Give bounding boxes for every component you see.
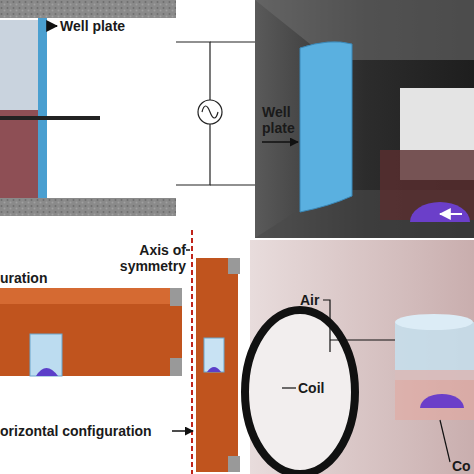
cell-cluster [420,394,464,408]
cell-cluster [410,202,470,222]
coil-section [0,288,182,376]
part-label: Coil [298,380,338,396]
part-label: Well plate [60,18,170,34]
part-label: Well plate [262,104,306,136]
coil-section [196,258,238,472]
electrode-surface [255,0,474,60]
coil-ring [245,310,355,474]
well [204,338,224,372]
leader-line [323,300,395,352]
well-medium [395,370,474,420]
coil-section [0,288,182,304]
electrode-plate [0,198,176,216]
cell-cluster [36,368,58,376]
well-rim [395,314,473,330]
coil-cap [228,456,240,472]
well-air [0,20,40,110]
well-wall [38,18,47,198]
sine-symbol [202,106,218,118]
part-label: Air [300,292,340,308]
well-wall [300,42,352,212]
well [30,334,62,376]
leader-arrow [172,430,193,432]
leader-line [282,387,296,388]
leader-line [440,420,450,462]
leader-arrow [440,213,462,215]
ac-source [198,100,222,124]
coil-cap [170,358,182,376]
part-label: Co [452,458,474,474]
part-label: Axis of symmetry [112,242,186,274]
render-background [255,0,474,238]
cell-cluster [207,367,221,372]
probe [0,116,100,120]
coil-cap [228,258,240,274]
part-label: orizontal configuration [0,423,172,439]
leader-line [186,249,190,251]
symmetry-axis [191,230,193,474]
coil-cap [170,288,182,306]
part-label: uration [0,270,80,286]
leader-arrow [48,25,57,27]
well-medium [0,110,40,198]
electrode-plate [0,0,176,18]
leader-arrow [262,141,298,143]
